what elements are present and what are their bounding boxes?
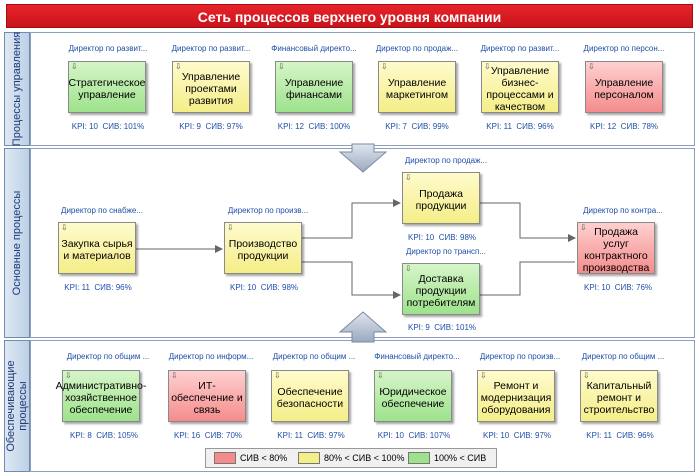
process-marker-icon: ⇩ [377,371,384,380]
process-product-sales[interactable]: ⇩ Продажа продукции [402,172,480,224]
process-kpi: KPI: 8 СИВ: 105% [69,431,139,440]
process-marker-icon: ⇩ [65,371,72,380]
process-production[interactable]: ⇩ Производство продукции [224,222,302,274]
legend-swatch-green [408,452,430,464]
process-equipment-repair[interactable]: ⇩ Ремонт и модернизация оборудования [477,370,555,422]
process-name: Управление маркетингом [385,76,449,101]
process-owner: Директор по общим ... [581,352,665,361]
process-kpi: KPI: 12 СИВ: 100% [277,122,351,131]
process-owner: Директор по снабже... [61,206,143,215]
process-kpi: KPI: 10 СИВ: 97% [482,431,552,440]
process-owner: Директор по контра... [583,206,663,215]
process-capital-construction[interactable]: ⇩ Капитальный ремонт и строительство [580,370,658,422]
process-marketing-management[interactable]: ⇩ Управление маркетингом [378,61,456,113]
process-marker-icon: ⇩ [405,264,412,273]
process-marker-icon: ⇩ [381,62,388,71]
process-it-support[interactable]: ⇩ ИТ-обеспечение и связь [168,370,246,422]
process-marker-icon: ⇩ [480,371,487,380]
legend-swatch-red [214,452,236,464]
process-name: Продажа услуг контрактного производства [582,225,650,274]
process-admin-support[interactable]: ⇩ Административно-хозяйственное обеспече… [56,370,146,422]
process-kpi: KPI: 9 СИВ: 97% [179,122,243,131]
process-marker-icon: ⇩ [405,173,412,182]
process-owner: Директор по общим ... [272,352,356,361]
process-name: Управление проектами развития [181,70,241,107]
process-owner: Директор по общим ... [66,352,150,361]
process-name: Доставка продукции потребителям [406,272,476,309]
process-marker-icon: ⇩ [71,62,78,71]
lane-label-management: Процессы управления [4,32,30,146]
process-kpi: KPI: 10 СИВ: 98% [229,283,299,292]
process-security[interactable]: ⇩ Обеспечение безопасности [271,370,349,422]
process-kpi: KPI: 11 СИВ: 97% [277,431,345,440]
process-owner: Директор по развит... [480,44,560,53]
process-name: Обеспечение безопасности [276,385,344,410]
process-procurement[interactable]: ⇩ Закупка сырья и материалов [58,222,136,274]
process-kpi: KPI: 9 СИВ: 101% [407,323,477,332]
process-owner: Директор по персон... [583,44,665,53]
process-kpi: KPI: 10 СИВ: 107% [377,431,451,440]
process-marker-icon: ⇩ [484,62,491,71]
process-name: Ремонт и модернизация оборудования [480,379,552,416]
process-name: Юридическое обеспечение [379,385,447,410]
process-name: Стратегическое управление [68,76,146,101]
process-name: Производство продукции [228,237,298,262]
diagram-title: Сеть процессов верхнего уровня компании [6,4,693,28]
process-kpi: KPI: 10 СИВ: 76% [583,283,653,292]
process-name: ИТ-обеспечение и связь [171,379,243,416]
legend-label: СИВ < 80% [240,453,288,463]
lane-label-support: Обеспечивающие процессы [4,340,30,472]
process-marker-icon: ⇩ [175,62,182,71]
process-kpi: KPI: 10 СИВ: 101% [71,122,145,131]
down-arrow-icon [338,143,388,173]
process-kpi: KPI: 11 СИВ: 96% [486,122,554,131]
legend-label: 80% < СИВ < 100% [324,453,405,463]
legend-swatch-yellow [298,452,320,464]
process-hr-management[interactable]: ⇩ Управление персоналом [585,61,663,113]
process-marker-icon: ⇩ [588,62,595,71]
process-delivery[interactable]: ⇩ Доставка продукции потребителям [402,263,480,315]
process-owner: Директор по трансп... [405,247,487,256]
process-owner: Директор по информ... [168,352,254,361]
process-owner: Директор по произв... [227,206,309,215]
process-kpi: KPI: 16 СИВ: 70% [173,431,243,440]
legend-label: 100% < СИВ [434,453,487,463]
process-marker-icon: ⇩ [274,371,281,380]
up-arrow-icon [338,311,388,343]
process-legal[interactable]: ⇩ Юридическое обеспечение [374,370,452,422]
process-owner: Директор по произв... [479,352,561,361]
process-marker-icon: ⇩ [61,223,68,232]
process-bpm-quality[interactable]: ⇩ Управление бизнес-процессами и качеств… [481,61,559,113]
process-kpi: KPI: 10 СИВ: 98% [407,233,477,242]
process-marker-icon: ⇩ [583,371,590,380]
process-kpi: KPI: 11 СИВ: 96% [64,283,132,292]
process-name: Управление бизнес-процессами и качеством [486,64,554,113]
process-kpi: KPI: 7 СИВ: 99% [385,122,449,131]
process-marker-icon: ⇩ [227,223,234,232]
process-owner: Директор по продаж... [404,156,488,165]
process-name: Закупка сырья и материалов [61,237,133,262]
process-owner: Директор по развит... [68,44,148,53]
process-finance-management[interactable]: ⇩ Управление финансами [275,61,353,113]
process-name: Управление финансами [284,76,344,101]
process-name: Административно-хозяйственное обеспечени… [55,379,147,416]
process-contract-manufacturing[interactable]: ⇩ Продажа услуг контрактного производств… [577,222,655,274]
process-owner: Финансовый директо... [271,44,357,53]
process-owner: Директор по развит... [171,44,251,53]
process-marker-icon: ⇩ [278,62,285,71]
process-kpi: KPI: 12 СИВ: 78% [589,122,659,131]
process-owner: Финансовый директо... [374,352,460,361]
process-name: Капитальный ремонт и строительство [583,379,655,416]
legend: СИВ < 80% 80% < СИВ < 100% 100% < СИВ [205,448,497,468]
process-owner: Директор по продаж... [375,44,459,53]
process-name: Управление персоналом [594,76,654,101]
lane-label-core: Основные процессы [4,148,30,338]
process-name: Продажа продукции [415,187,467,212]
process-marker-icon: ⇩ [171,371,178,380]
process-strategic-management[interactable]: ⇩ Стратегическое управление [68,61,146,113]
process-kpi: KPI: 11 СИВ: 96% [586,431,654,440]
process-project-management[interactable]: ⇩ Управление проектами развития [172,61,250,113]
process-marker-icon: ⇩ [580,223,587,232]
